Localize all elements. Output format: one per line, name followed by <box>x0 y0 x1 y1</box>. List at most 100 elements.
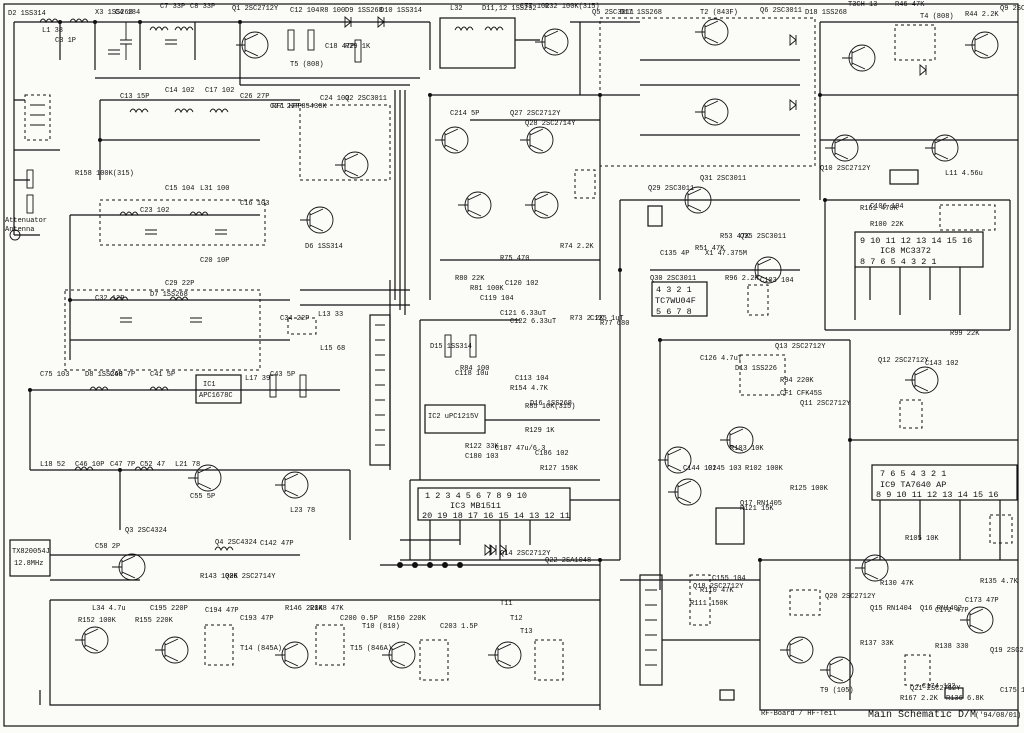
component-label: C4 184 <box>115 9 140 17</box>
component-label: C26 27P <box>240 93 269 101</box>
component-label: C103 104 <box>760 277 794 285</box>
ic9-pins-top: 7 6 5 4 3 2 1 <box>880 469 946 479</box>
component-label: R77 680 <box>600 320 629 328</box>
if-amp-upper <box>429 94 640 300</box>
squelch-control <box>658 339 939 590</box>
component-label: R51 47K <box>695 245 725 253</box>
component-label: R99 22K <box>950 330 980 338</box>
component-label: C27 27P <box>270 103 299 111</box>
component-label: C20 10P <box>200 257 229 265</box>
component-label: R8 100 <box>320 7 345 15</box>
component-label: C187 47u/6.3 <box>495 445 545 453</box>
component-label: C144 102 <box>683 465 717 473</box>
component-label: C14 102 <box>165 87 194 95</box>
component-label: C143 102 <box>925 360 959 368</box>
component-label: Q18 2SC2712Y <box>693 583 744 591</box>
component-label: L32 <box>450 5 463 13</box>
component-label: C119 104 <box>480 295 514 303</box>
component-label: R96 2.2K <box>725 275 759 283</box>
component-label: R129 1K <box>525 427 555 435</box>
component-label: C173 47P <box>965 597 999 605</box>
component-label: C12 104 <box>290 7 319 15</box>
component-label: X1 47.375M <box>705 250 747 258</box>
crystal-x1-box <box>9 539 51 577</box>
component-label: R74 2.2K <box>560 243 594 251</box>
component-label: L21 78 <box>175 461 200 469</box>
component-label: R94 220K <box>780 377 814 385</box>
connector-cn3 <box>380 544 600 568</box>
component-label: T9 (105) <box>820 687 854 695</box>
component-label: Q15 RN1404 <box>870 605 912 613</box>
component-label: R53 47K <box>720 233 750 241</box>
bandpass-filter-row <box>69 99 391 300</box>
component-label: T11 <box>500 600 513 608</box>
ic5-pins-bottom: 5 6 7 8 <box>656 307 692 317</box>
connector-cn2 <box>599 560 760 710</box>
component-label: Q5 2SC3011 <box>592 9 634 17</box>
ic9-pins-bottom: 8 9 10 11 12 13 14 15 16 <box>876 490 998 500</box>
component-label: C47 7P <box>110 461 135 469</box>
component-label: Q11 2SC2712Y <box>800 400 851 408</box>
component-label: C113 104 <box>515 375 549 383</box>
component-label: D6 1SS314 <box>305 243 343 251</box>
component-label: C24 102 <box>320 95 349 103</box>
component-label: C195 220P <box>150 605 188 613</box>
component-label: R158 100K(315) <box>75 170 134 178</box>
component-label: C17 102 <box>205 87 234 95</box>
ic5-label: TC7WU04F <box>655 296 696 306</box>
component-label: R103 10K <box>730 445 764 453</box>
component-label: D9 1SS268 <box>345 7 383 15</box>
component-label: R100 22K <box>870 221 904 229</box>
component-label: T13 <box>520 628 533 636</box>
ic8-pins-bottom: 8 7 6 5 4 3 2 1 <box>860 257 937 267</box>
component-label: C122 6.33uT <box>510 318 556 326</box>
component-label: R81 100K <box>470 285 504 293</box>
first-if-filter <box>439 17 640 95</box>
component-label: R46 47K <box>895 1 925 9</box>
component-label: C7 33P <box>160 3 185 11</box>
crystal-line2: 12.8MHz <box>14 560 43 568</box>
component-label: R84 100 <box>460 365 489 373</box>
component-label: C3 1P <box>55 37 76 45</box>
component-label: R135 4.7K <box>980 578 1019 586</box>
component-label: R137 33K <box>860 640 894 648</box>
component-label: D8 1SS268 <box>85 371 123 379</box>
component-label: C23 102 <box>140 207 169 215</box>
component-label: L15 68 <box>320 345 345 353</box>
component-label: C106 104 <box>870 203 904 211</box>
component-label: R29 1K <box>345 43 371 51</box>
ic1-part: APC1678C <box>199 392 233 400</box>
component-label: C121 6.33uT <box>500 310 546 318</box>
ic3-label: IC3 MB1511 <box>450 501 501 511</box>
component-label: T10 (810) <box>362 623 400 631</box>
component-label: C194 47P <box>205 607 239 615</box>
ic2-package <box>424 404 486 434</box>
component-label: R80 22K <box>455 275 485 283</box>
component-label: C75 103 <box>40 371 69 379</box>
component-label: T3CH-13 <box>848 1 877 9</box>
component-label: D16 1SS268 <box>530 400 572 408</box>
component-label: R148 47K <box>310 605 344 613</box>
component-label: C15 104 <box>165 185 194 193</box>
component-label: C155 104 <box>712 575 746 583</box>
rf-input-section <box>13 16 431 235</box>
component-label: C18 47P <box>325 43 354 51</box>
component-label: T12 <box>510 615 523 623</box>
component-label: R44 2.2K <box>965 11 999 19</box>
component-label: C29 22P <box>165 280 194 288</box>
component-label: R105 10K <box>905 535 939 543</box>
component-label: Q21 2SC2712Y <box>910 685 961 693</box>
component-label: D7 1SS268 <box>150 291 188 299</box>
antenna-label-1: Attenuator <box>5 217 47 225</box>
component-label: R32 100K(315) <box>545 3 600 11</box>
component-label: C180 103 <box>465 453 499 461</box>
component-label: Q14 2SC2712Y <box>500 550 551 558</box>
component-label: R154 4.7K <box>510 385 549 393</box>
ic9-package <box>871 464 1018 501</box>
component-label: R167 2.2K <box>900 695 939 703</box>
component-label: T14 (845A) <box>240 645 282 653</box>
ic5-package <box>651 281 708 317</box>
component-label: C77 102 <box>520 3 549 11</box>
